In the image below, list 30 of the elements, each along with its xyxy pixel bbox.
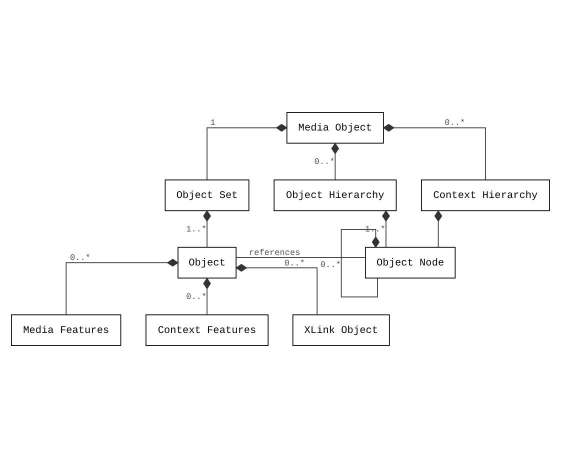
edge-label: 0..* (320, 260, 341, 270)
connector (206, 123, 288, 180)
edge-label: 0..* (444, 118, 466, 128)
edge-label: 0..* (186, 292, 207, 302)
node-box: Media Object (286, 111, 384, 144)
edge-label: 1 (210, 118, 216, 128)
edge-label: 1..* (365, 224, 386, 234)
node-box: Object Set (164, 178, 250, 211)
node-box: XLink Object (292, 314, 390, 346)
connector (434, 210, 442, 248)
edge-label: 0..* (284, 258, 305, 268)
node-box: Object (178, 246, 237, 278)
node-box: Object Hierarchy (274, 178, 397, 211)
connector (66, 258, 179, 314)
connector (203, 277, 211, 315)
node-box: Context Features (146, 314, 269, 346)
connector (203, 210, 211, 248)
connector (382, 210, 390, 248)
connector (236, 256, 366, 258)
edge-label: 1..* (186, 224, 207, 234)
connector (382, 123, 486, 180)
connector (331, 142, 340, 180)
node-box: Context Hierarchy (421, 178, 550, 211)
connector (235, 263, 318, 315)
edge-label: 0..* (70, 252, 91, 263)
edge-label: 0..* (314, 156, 335, 167)
edge-label: references (248, 248, 300, 258)
node-box: Object Node (365, 246, 456, 278)
node-box: Media Features (11, 314, 122, 346)
connector (340, 228, 380, 297)
